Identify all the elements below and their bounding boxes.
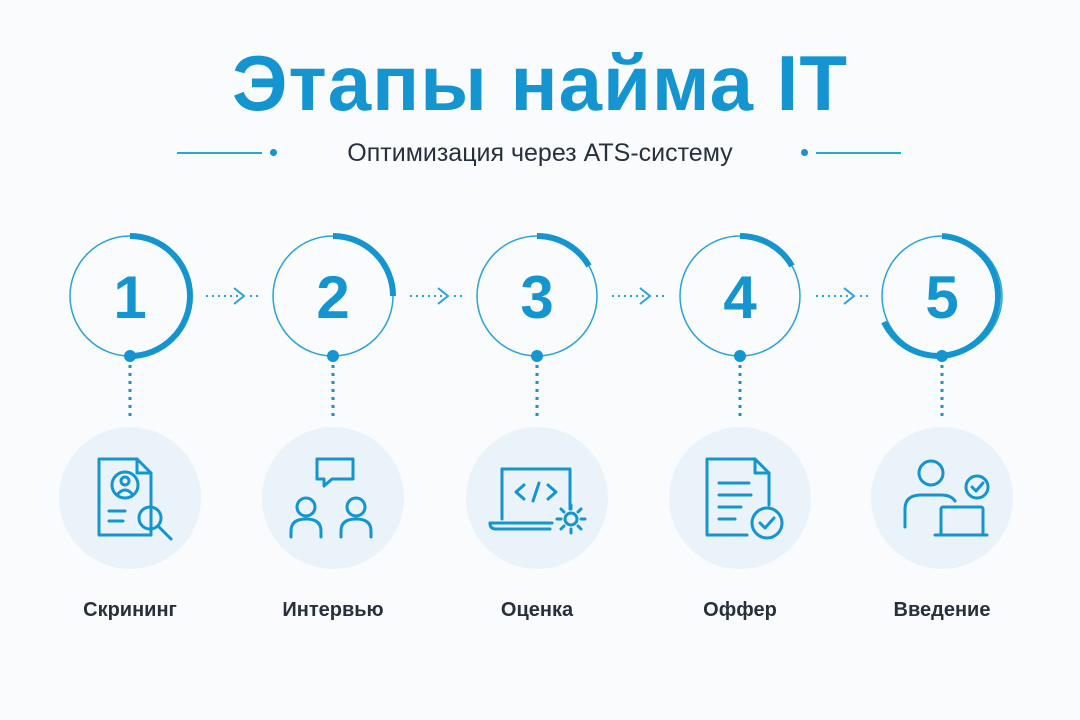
step-3-ring [476, 232, 598, 418]
code-laptop-icon [466, 427, 608, 569]
connector-arrow-3-4 [612, 287, 668, 305]
connector-arrow-4-5 [816, 287, 872, 305]
subtitle-divider-left [177, 152, 262, 154]
subtitle-divider-right [816, 152, 901, 154]
step-3-number: 3 [520, 264, 554, 331]
step-1-number: 1 [113, 264, 147, 331]
step-3-label: Оценка [500, 599, 574, 621]
page-title: Этапы найма IT [232, 39, 848, 127]
step-5-ring [881, 233, 1003, 418]
step-4-label: Оффер [703, 599, 777, 621]
step-2-label: Интервью [282, 599, 384, 621]
step-1-ring [69, 233, 193, 418]
connector-arrow-2-3 [410, 287, 466, 305]
subtitle-dot-right [801, 149, 808, 156]
step-4-ring [679, 232, 801, 418]
interview-chat-icon [262, 427, 404, 569]
subtitle-row: Оптимизация через ATS-систему [0, 135, 1080, 171]
offer-document-check-icon [669, 427, 811, 569]
step-2-ring [272, 233, 396, 418]
page-subtitle: Оптимизация через ATS-систему [347, 139, 733, 167]
resume-search-icon [59, 427, 201, 569]
onboarding-person-icon [871, 427, 1013, 569]
step-4-number: 4 [723, 264, 757, 331]
step-1-label: Скрининг [83, 599, 177, 621]
step-2-number: 2 [316, 264, 350, 331]
step-5-label: Введение [893, 599, 991, 621]
connector-arrow-1-2 [206, 287, 262, 305]
subtitle-dot-left [270, 149, 277, 156]
step-5-number: 5 [925, 264, 959, 331]
